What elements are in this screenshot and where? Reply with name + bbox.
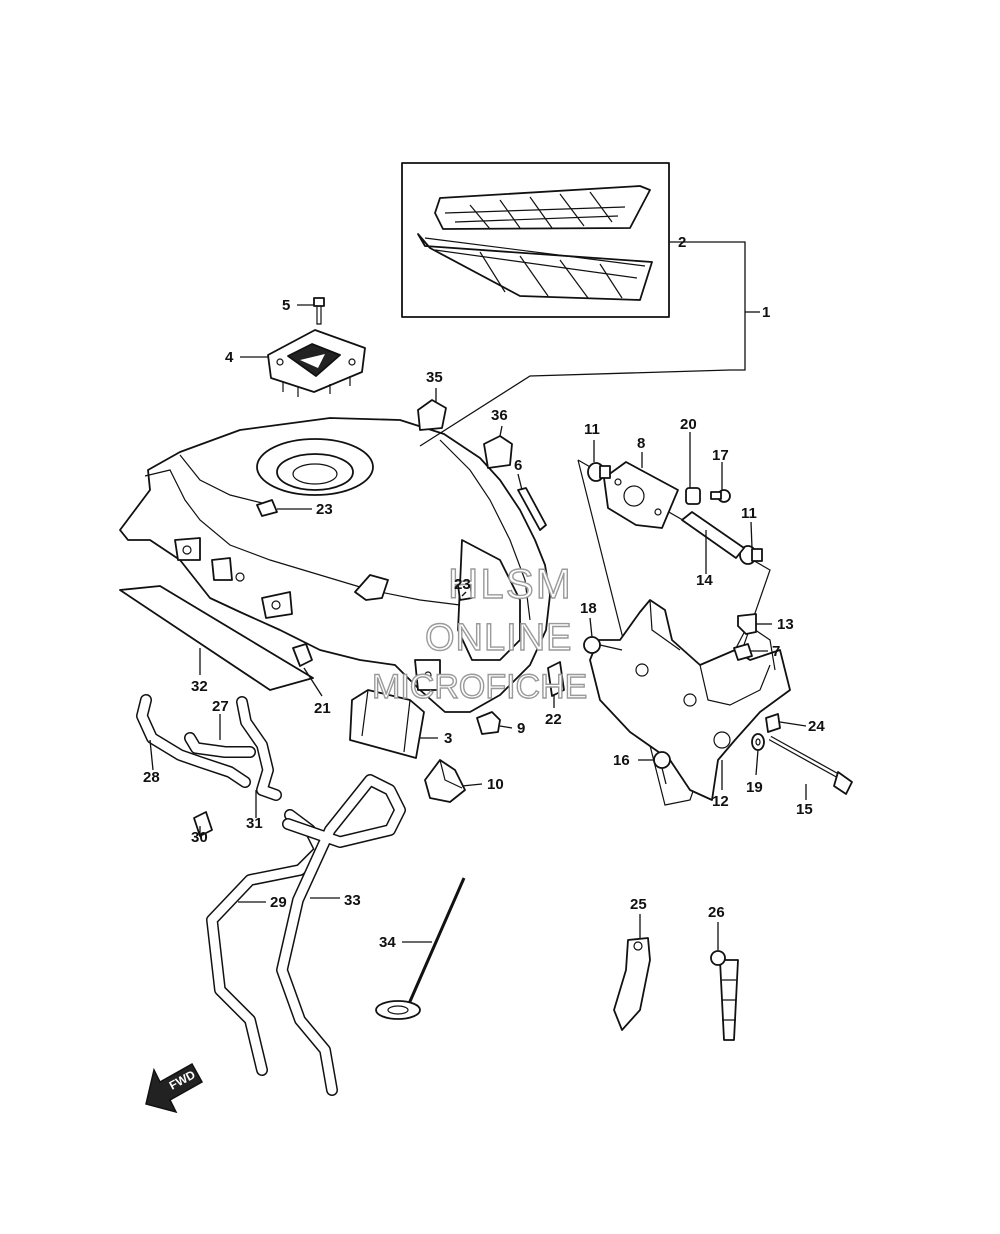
callout-20: 20 xyxy=(680,416,697,433)
decal-set-box xyxy=(401,162,670,318)
callout-18: 18 xyxy=(580,600,597,617)
hose-28 xyxy=(136,694,251,788)
hose-31 xyxy=(236,696,282,801)
cushion-36 xyxy=(483,435,513,469)
hose-33 xyxy=(276,774,406,1096)
callout-17: 17 xyxy=(712,447,729,464)
bolt-17 xyxy=(710,489,731,503)
hose-27 xyxy=(184,732,256,758)
callout-23a: 23 xyxy=(316,501,333,518)
callout-8: 8 xyxy=(637,435,645,452)
strip-6 xyxy=(517,487,547,531)
tie-34 xyxy=(375,877,466,1020)
watermark-line1: HLSM xyxy=(448,560,573,607)
pad-32 xyxy=(119,585,314,691)
bolt-15 xyxy=(768,735,853,795)
callouts: 1 2 3 4 5 6 7 8 9 10 11 11 12 13 14 15 1… xyxy=(143,234,825,951)
callout-6: 6 xyxy=(514,457,522,474)
fuel-tank xyxy=(119,417,551,713)
callout-9: 9 xyxy=(517,720,525,737)
cushion-21 xyxy=(292,643,313,667)
callout-16: 16 xyxy=(613,752,630,769)
pipe-14 xyxy=(681,511,745,559)
clamp-25 xyxy=(613,937,651,1031)
callout-7: 7 xyxy=(772,643,780,660)
callout-11b: 11 xyxy=(741,505,757,522)
callout-13: 13 xyxy=(777,616,794,633)
callout-31: 31 xyxy=(246,815,263,832)
callout-1: 1 xyxy=(762,304,770,321)
callout-15: 15 xyxy=(796,801,813,818)
callout-33: 33 xyxy=(344,892,361,909)
callout-5: 5 xyxy=(282,297,290,314)
callout-21: 21 xyxy=(314,700,331,717)
clamp-30 xyxy=(193,811,213,837)
callout-36: 36 xyxy=(491,407,508,424)
grommet-11a xyxy=(587,462,611,482)
callout-4: 4 xyxy=(225,349,234,366)
callout-14: 14 xyxy=(696,572,713,589)
callout-12: 12 xyxy=(712,793,729,810)
heat-shield-3 xyxy=(349,689,425,759)
leader-lines xyxy=(149,241,807,943)
callout-30: 30 xyxy=(191,829,208,846)
watermark-line2: ONLINE xyxy=(425,617,572,659)
bracket-10 xyxy=(424,759,466,803)
cushion-9 xyxy=(476,711,501,735)
callout-22: 22 xyxy=(545,711,562,728)
callout-26: 26 xyxy=(708,904,725,921)
callout-3: 3 xyxy=(444,730,452,747)
plate-8 xyxy=(603,461,679,529)
watermark-line3: MICROFICHE xyxy=(372,668,587,706)
callout-28: 28 xyxy=(143,769,160,786)
callout-27: 27 xyxy=(212,698,229,715)
fwd-arrow: FWD xyxy=(145,1062,204,1114)
callout-34: 34 xyxy=(379,934,396,951)
cushion-35 xyxy=(417,399,447,431)
callout-24: 24 xyxy=(808,718,825,735)
callout-19: 19 xyxy=(746,779,763,796)
pad-22 xyxy=(547,661,565,697)
collar-20 xyxy=(685,487,701,505)
screw-5 xyxy=(313,297,325,325)
callout-35: 35 xyxy=(426,369,443,386)
grommet-11b xyxy=(739,545,763,565)
callout-10: 10 xyxy=(487,776,504,793)
clip-13 xyxy=(737,613,757,635)
callout-29: 29 xyxy=(270,894,287,911)
nut-7 xyxy=(733,643,753,661)
callout-11a: 11 xyxy=(584,421,600,438)
callout-2: 2 xyxy=(678,234,686,251)
tie-26 xyxy=(710,930,739,1041)
bolt-16 xyxy=(653,751,671,785)
clip-24 xyxy=(765,713,781,733)
fuel-cap xyxy=(267,329,366,397)
callout-23b: 23 xyxy=(454,576,471,593)
callout-25: 25 xyxy=(630,896,647,913)
callout-32: 32 xyxy=(191,678,208,695)
watermark: HLSM ONLINE MICROFICHE xyxy=(371,559,588,706)
washer-19 xyxy=(751,733,765,751)
